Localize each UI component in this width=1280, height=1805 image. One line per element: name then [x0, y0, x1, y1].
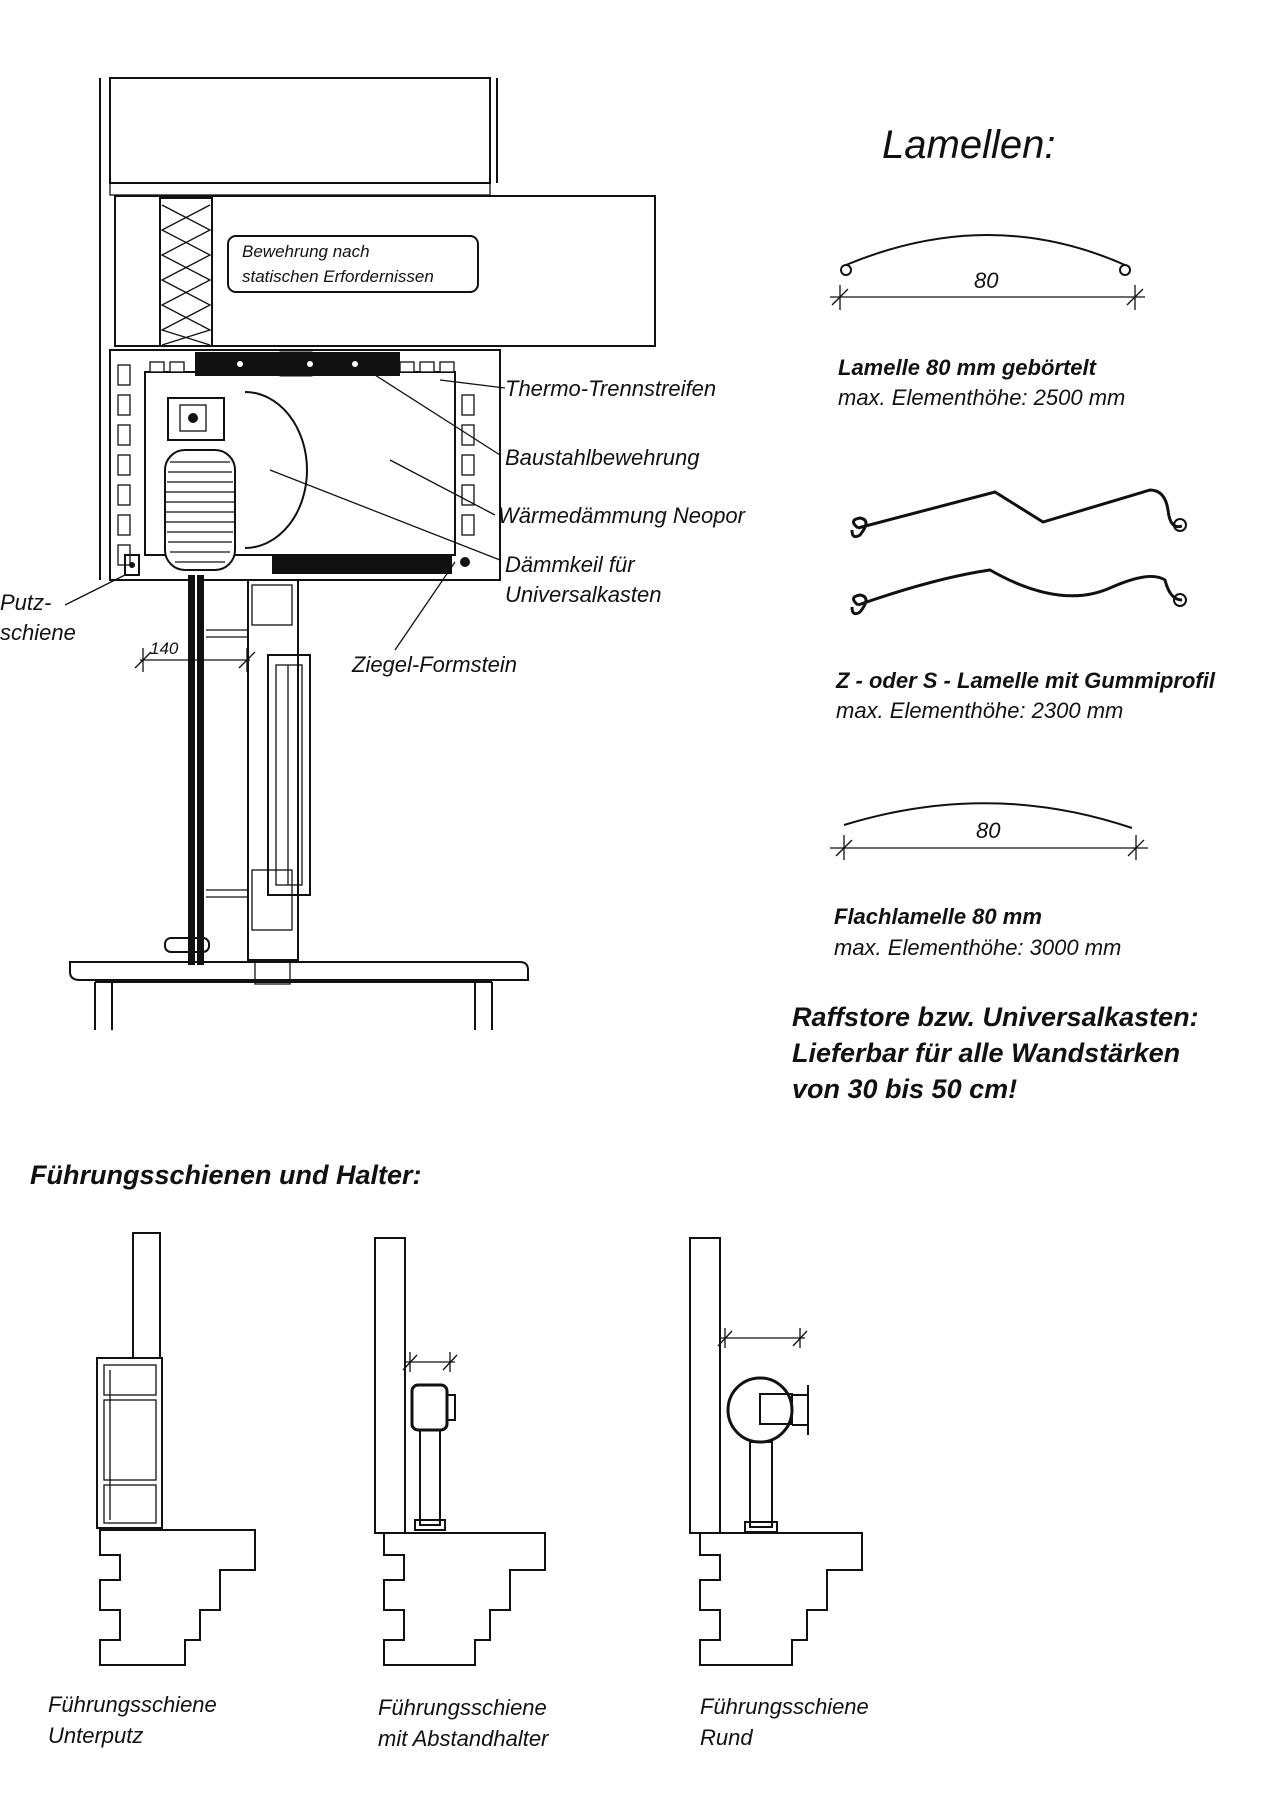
lamelle-1-dim: 80	[974, 268, 999, 293]
label-daemmkeil-1: Dämmkeil für	[505, 552, 636, 577]
rail-unterputz-drawing	[96, 1232, 256, 1666]
main-drawing-labels: Bewehrung nach statischen Erfordernissen…	[0, 242, 747, 677]
note-line-2: Lieferbar für alle Wandstärken	[792, 1038, 1180, 1068]
rail-abstandhalter-drawing	[374, 1237, 546, 1666]
lamelle-flat-drawing	[830, 802, 1148, 860]
lamelle-3-dim: 80	[976, 818, 1001, 843]
main-section-drawing	[64, 77, 656, 1030]
lamelle-1-height: max. Elementhöhe: 2500 mm	[838, 385, 1125, 410]
note-line-3: von 30 bis 50 cm!	[792, 1074, 1017, 1104]
rail-1-line-1: Führungsschiene	[48, 1692, 217, 1717]
rail-2-line-1: Führungsschiene	[378, 1695, 547, 1720]
rail-rund-drawing	[689, 1237, 863, 1666]
supply-note: Raffstore bzw. Universalkasten: Lieferba…	[792, 1002, 1199, 1104]
rail-3-line-1: Führungsschiene	[700, 1694, 869, 1719]
lamelle-1-name: Lamelle 80 mm gebörtelt	[838, 355, 1098, 380]
lamelle-3-name: Flachlamelle 80 mm	[834, 904, 1042, 929]
rail-1-line-2: Unterputz	[48, 1723, 143, 1748]
lamelle-3-height: max. Elementhöhe: 3000 mm	[834, 935, 1121, 960]
label-thermo: Thermo-Trennstreifen	[505, 376, 716, 401]
rail-2-line-2: mit Abstandhalter	[378, 1726, 550, 1751]
lamelle-beaded-drawing	[830, 234, 1145, 310]
rail-3-line-2: Rund	[700, 1725, 753, 1750]
label-bewehrung-2: statischen Erfordernissen	[242, 267, 434, 286]
lamellen-heading: Lamellen:	[882, 123, 1055, 167]
note-line-1: Raffstore bzw. Universalkasten:	[792, 1002, 1199, 1032]
lamelle-2-height: max. Elementhöhe: 2300 mm	[836, 698, 1123, 723]
rails-heading: Führungsschienen und Halter:	[30, 1160, 422, 1190]
label-daemmkeil-2: Universalkasten	[505, 582, 662, 607]
label-ziegel: Ziegel-Formstein	[351, 652, 517, 677]
lamellen-section: Lamellen: 80 Lamelle 80 mm gebörtelt max…	[830, 123, 1216, 960]
dimension-140: 140	[150, 639, 179, 658]
lamelle-z-s-drawing	[850, 488, 1187, 616]
label-waermedaemmung: Wärmedämmung Neopor	[498, 503, 747, 528]
label-putz-2: schiene	[0, 620, 76, 645]
label-putz-1: Putz-	[0, 590, 51, 615]
lamelle-2-name: Z - oder S - Lamelle mit Gummiprofil	[835, 668, 1216, 693]
label-baustahl: Baustahlbewehrung	[505, 445, 700, 470]
label-bewehrung-1: Bewehrung nach	[242, 242, 370, 261]
